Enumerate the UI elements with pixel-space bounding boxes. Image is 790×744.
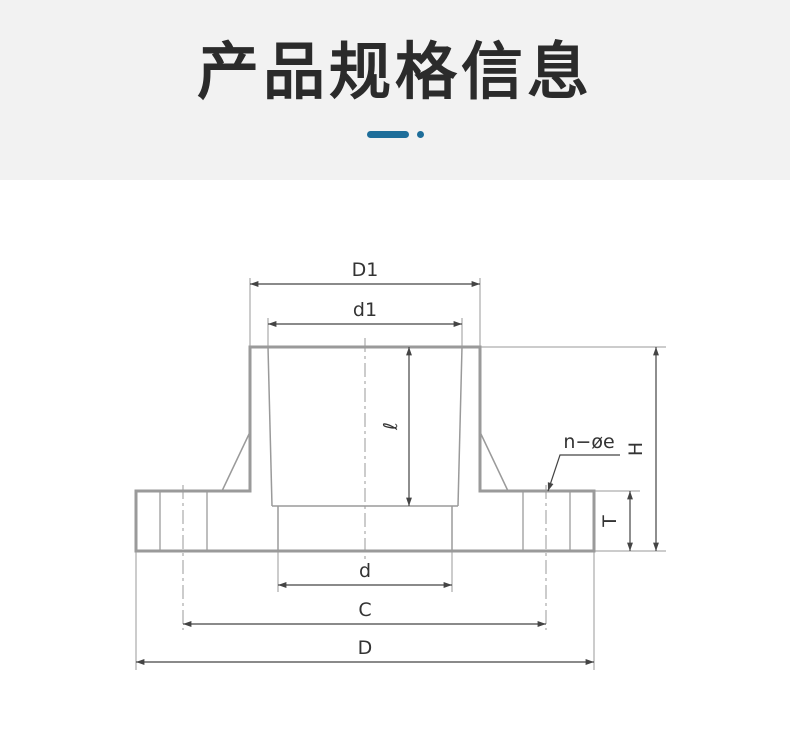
label-H: H — [625, 442, 647, 456]
label-d1: d1 — [353, 299, 377, 321]
hole-leader — [547, 454, 620, 492]
label-T: T — [599, 515, 621, 528]
label-l: ℓ — [380, 422, 402, 431]
center-lines — [182, 338, 547, 630]
header-banner: 产品规格信息 — [0, 0, 790, 180]
bolt-holes — [159, 491, 571, 551]
gusset-lines — [221, 431, 509, 492]
label-C: C — [358, 599, 371, 621]
title-accent-dot — [417, 131, 424, 138]
extension-lines — [135, 278, 666, 670]
label-D1: D1 — [352, 259, 379, 281]
title-accent-bar — [367, 131, 409, 138]
label-D: D — [358, 637, 373, 659]
label-d: d — [359, 560, 371, 582]
dimension-arrows — [136, 281, 659, 665]
label-n-oe: n−øe — [563, 431, 614, 453]
page-title: 产品规格信息 — [196, 35, 593, 108]
